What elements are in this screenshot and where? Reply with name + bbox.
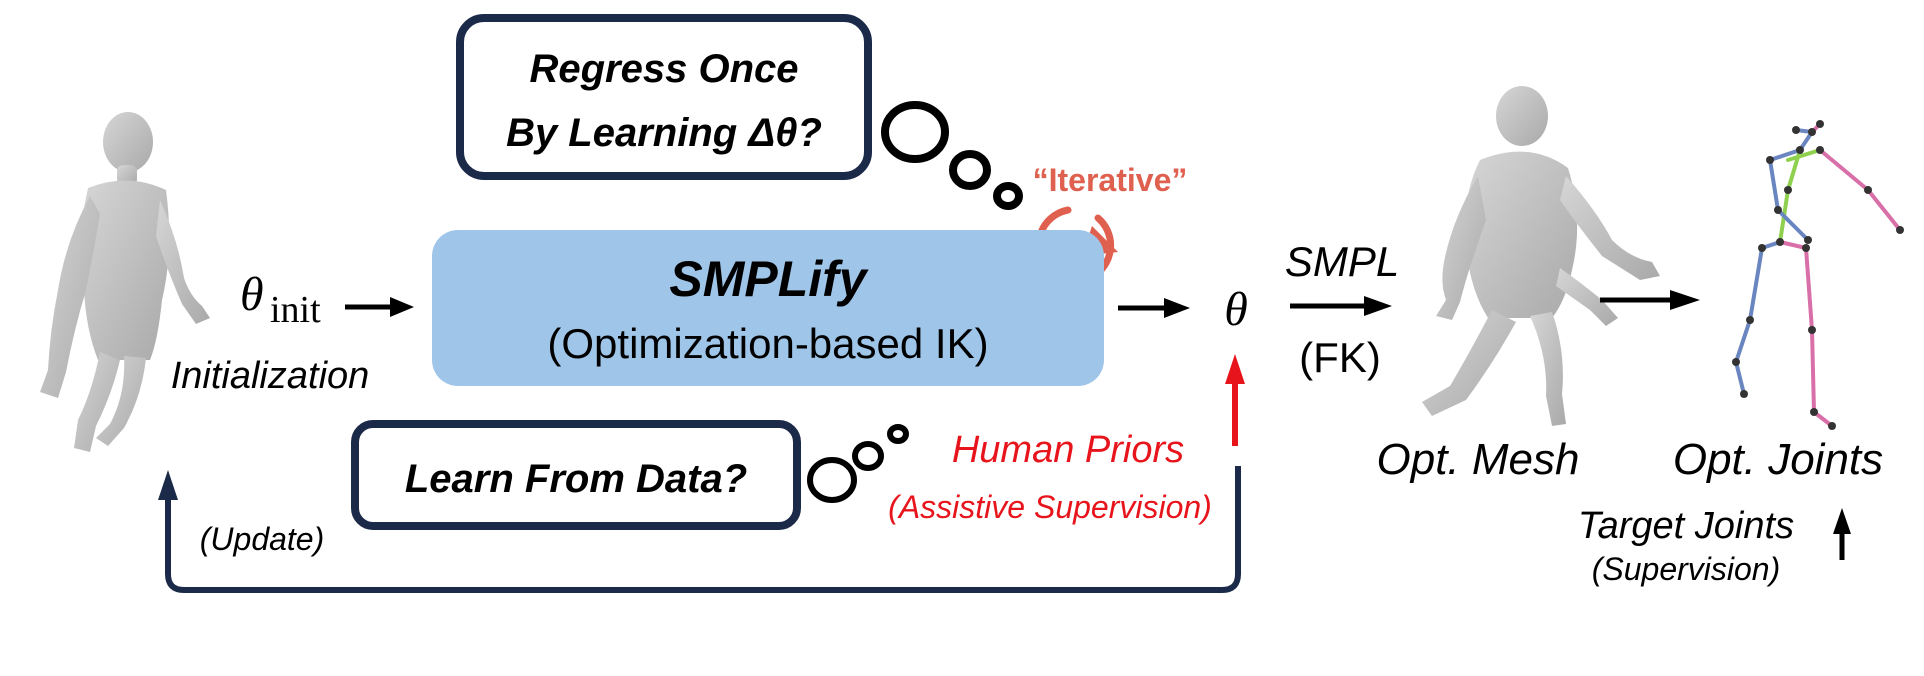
joint-skeleton [1734,122,1902,428]
theta-symbol: θ [1224,283,1248,336]
smplify-box [432,230,1104,386]
thought-bubbles-top [881,101,1023,210]
joint-points [1732,120,1904,430]
smpl-label: SMPL [1285,238,1399,285]
arrow-mesh-to-joints [1600,290,1700,310]
regress-once-box [456,14,872,180]
learn-from-data-label: Learn From Data? [405,457,747,501]
update-label: (Update) [200,521,325,557]
regress-once-line1: Regress Once [529,47,798,91]
fk-label: (FK) [1299,334,1381,381]
update-loop-line [158,466,1241,593]
initial-mesh-figure [40,112,210,452]
opt-joints-label: Opt. Joints [1673,435,1883,484]
priors-arrow [1225,354,1245,446]
smplify-title: SMPLify [669,251,868,307]
human-priors-line1: Human Priors [952,429,1184,471]
learn-from-data-box [351,420,801,530]
optimized-mesh-figure [1422,86,1660,426]
arrow-init-to-smplify [345,297,414,317]
target-joints-line2: (Supervision) [1592,551,1781,587]
theta-init-subscript: init [270,289,321,331]
theta-init-symbol: θ [240,268,264,321]
smplify-subtitle: (Optimization-based IK) [547,320,988,367]
regress-once-line2: By Learning Δθ? [506,111,822,155]
thought-bubbles-bottom [807,424,909,503]
arrow-theta-to-mesh [1290,296,1392,316]
initialization-label: Initialization [171,355,370,397]
target-joints-arrow [1833,508,1851,560]
target-joints-line1: Target Joints [1578,505,1794,547]
iterative-label: “Iterative” [1033,162,1188,198]
opt-mesh-label: Opt. Mesh [1377,435,1580,484]
arrow-smplify-to-theta [1118,298,1190,318]
human-priors-line2: (Assistive Supervision) [888,489,1212,525]
